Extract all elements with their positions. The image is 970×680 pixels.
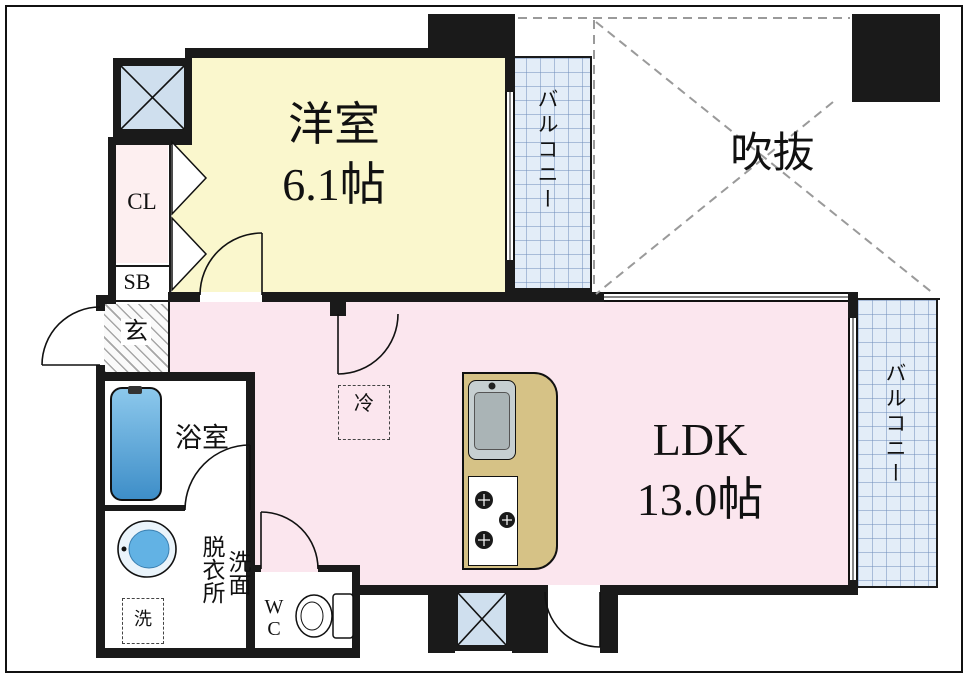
washroom-senmen-label: 洗面 bbox=[225, 550, 250, 596]
wall bbox=[505, 48, 515, 92]
window bbox=[505, 92, 515, 260]
entrance-step-line bbox=[168, 302, 170, 381]
western-room-size: 6.1帖 bbox=[282, 158, 386, 210]
wall bbox=[246, 372, 255, 648]
divider-line bbox=[108, 265, 170, 267]
ldk-area bbox=[360, 302, 848, 585]
entrance-label: 玄 bbox=[104, 319, 168, 345]
wall bbox=[105, 505, 185, 511]
bathtub-faucet bbox=[128, 386, 142, 394]
western-room-area bbox=[192, 58, 505, 137]
structural-column bbox=[600, 585, 618, 653]
balcony-right-area bbox=[858, 300, 938, 588]
balcony-edge bbox=[858, 586, 938, 588]
wall bbox=[96, 648, 360, 658]
wc-label: WC bbox=[263, 596, 285, 640]
wall bbox=[512, 292, 604, 302]
balcony-top-area bbox=[512, 58, 590, 290]
laundry-space bbox=[122, 598, 164, 644]
stove bbox=[468, 476, 518, 566]
pipe-space bbox=[452, 587, 512, 651]
western-room-name: 洋室 bbox=[288, 99, 380, 150]
door-stub bbox=[330, 292, 346, 316]
structural-column bbox=[852, 14, 940, 102]
shoebox-area bbox=[108, 267, 168, 300]
structural-column bbox=[428, 14, 515, 58]
divider-line bbox=[108, 300, 170, 302]
balcony-top-label: バルコニー bbox=[535, 88, 559, 213]
entrance-area bbox=[104, 304, 168, 372]
balcony-railing bbox=[936, 300, 938, 588]
wall bbox=[96, 295, 116, 304]
ldk-name: LDK bbox=[652, 414, 748, 465]
elevator-shaft bbox=[113, 58, 192, 137]
refrigerator-space bbox=[338, 385, 390, 440]
balcony-right-label: バルコニー bbox=[883, 362, 907, 487]
closet-area bbox=[116, 145, 168, 263]
closet-label: CL bbox=[127, 189, 157, 214]
wall bbox=[262, 292, 512, 302]
wall bbox=[96, 304, 105, 311]
wall bbox=[96, 372, 255, 381]
balcony-railing bbox=[590, 58, 592, 292]
ldk-label: LDK 13.0帖 bbox=[555, 410, 845, 530]
bathroom-label: 浴室 bbox=[175, 423, 229, 453]
refrigerator-label: 冷 bbox=[354, 393, 374, 415]
closet-face-line bbox=[169, 139, 171, 302]
entrance-label-text: 玄 bbox=[121, 319, 151, 345]
laundry-label: 洗 bbox=[134, 609, 152, 629]
ldk-size: 13.0帖 bbox=[636, 473, 764, 525]
structural-column bbox=[428, 585, 455, 653]
wall bbox=[352, 565, 360, 658]
plan-border bbox=[5, 5, 963, 673]
shoebox-label: SB bbox=[123, 269, 151, 294]
kitchen-sink-basin bbox=[474, 392, 510, 450]
window bbox=[604, 292, 848, 302]
structural-column bbox=[512, 585, 548, 653]
hallway-area bbox=[168, 302, 255, 372]
western-room-label: 洋室 6.1帖 bbox=[188, 95, 480, 215]
bathtub bbox=[110, 387, 162, 501]
window bbox=[848, 318, 858, 580]
wall bbox=[255, 565, 261, 572]
balcony-edge bbox=[512, 288, 592, 292]
wall bbox=[848, 292, 858, 318]
wall bbox=[108, 137, 192, 145]
wall bbox=[168, 292, 200, 302]
wall bbox=[185, 48, 515, 58]
balcony-edge bbox=[512, 56, 592, 58]
washroom-datsuiijo-label: 脱衣所 bbox=[199, 535, 224, 604]
balcony-edge bbox=[858, 298, 940, 300]
wall bbox=[96, 365, 105, 658]
wall bbox=[108, 137, 116, 302]
wall bbox=[505, 260, 515, 302]
wall bbox=[318, 565, 360, 572]
void-label: 吹抜 bbox=[730, 131, 815, 177]
wall bbox=[600, 585, 855, 595]
